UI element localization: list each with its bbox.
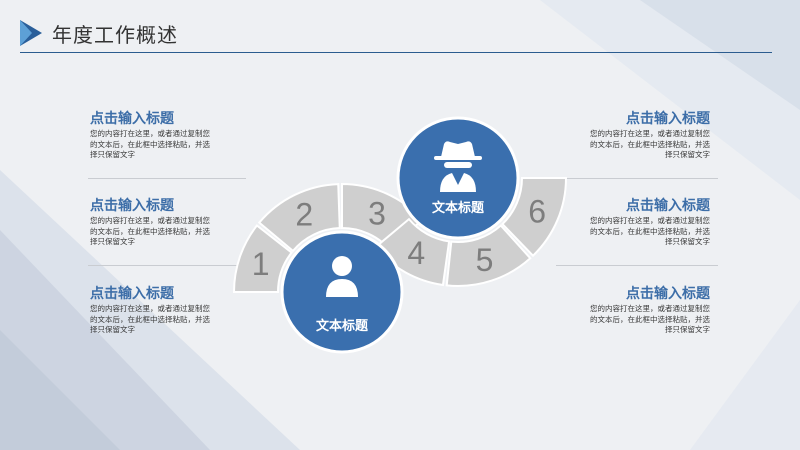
arc-segment-6 bbox=[501, 177, 568, 258]
block-title: 点击输入标题 bbox=[90, 111, 174, 127]
block-body: 您的内容打在这里，或者通过复制您 的文本后，在此框中选择粘贴，并选 择只保留文字 bbox=[540, 304, 710, 336]
body-line: 的文本后，在此框中选择粘贴，并选 bbox=[90, 226, 210, 236]
left-divider-1 bbox=[88, 178, 246, 179]
body-line: 择只保留文字 bbox=[90, 237, 135, 246]
triangle-logo-icon bbox=[20, 20, 42, 46]
segment-number-6: 6 bbox=[528, 194, 546, 230]
segment-number-3: 3 bbox=[368, 195, 386, 231]
body-line: 择只保留文字 bbox=[90, 150, 135, 159]
page-title: 年度工作概述 bbox=[52, 23, 178, 47]
arc-segment-1 bbox=[232, 224, 293, 293]
left-text-block-2[interactable]: 点击输入标题 您的内容打在这里，或者通过复制您 的文本后，在此框中选择粘贴，并选… bbox=[90, 197, 260, 248]
circle-top-label: 文本标题 bbox=[432, 200, 485, 216]
body-line: 择只保留文字 bbox=[90, 325, 135, 334]
body-line: 您的内容打在这里，或者通过复制您 bbox=[90, 129, 210, 138]
circle-top[interactable]: 文本标题 bbox=[396, 116, 520, 240]
segment-number-4: 4 bbox=[407, 235, 425, 271]
segment-number-1: 1 bbox=[252, 246, 270, 282]
block-title: 点击输入标题 bbox=[626, 286, 710, 302]
body-line: 的文本后，在此框中选择粘贴，并选 bbox=[590, 226, 710, 236]
segment-numbers: 12 34 56 bbox=[252, 194, 546, 282]
body-line: 您的内容打在这里，或者通过复制您 bbox=[590, 304, 710, 313]
body-line: 的文本后，在此框中选择粘贴，并选 bbox=[590, 139, 710, 149]
block-body: 您的内容打在这里，或者通过复制您 的文本后，在此框中选择粘贴，并选 择只保留文字 bbox=[540, 129, 710, 161]
circle-bottom[interactable]: 文本标题 bbox=[280, 230, 404, 354]
body-line: 择只保留文字 bbox=[665, 325, 710, 334]
body-line: 您的内容打在这里，或者通过复制您 bbox=[90, 304, 210, 313]
body-line: 择只保留文字 bbox=[665, 237, 710, 246]
header-divider bbox=[20, 52, 772, 53]
right-divider-1 bbox=[560, 178, 718, 179]
body-line: 的文本后，在此框中选择粘贴，并选 bbox=[590, 314, 710, 324]
block-title: 点击输入标题 bbox=[90, 198, 174, 214]
arc-segment-2 bbox=[257, 183, 341, 253]
right-text-block-3[interactable]: 点击输入标题 您的内容打在这里，或者通过复制您 的文本后，在此框中选择粘贴，并选… bbox=[540, 285, 710, 336]
block-title: 点击输入标题 bbox=[90, 286, 174, 302]
body-line: 您的内容打在这里，或者通过复制您 bbox=[590, 216, 710, 225]
block-title: 点击输入标题 bbox=[626, 111, 710, 127]
body-line: 的文本后，在此框中选择粘贴，并选 bbox=[90, 314, 210, 324]
body-line: 的文本后，在此框中选择粘贴，并选 bbox=[90, 139, 210, 149]
spy-person-icon bbox=[434, 141, 482, 192]
right-text-block-2[interactable]: 点击输入标题 您的内容打在这里，或者通过复制您 的文本后，在此框中选择粘贴，并选… bbox=[540, 197, 710, 248]
slide-header: 年度工作概述 bbox=[0, 0, 800, 60]
arc-segment-5 bbox=[445, 224, 532, 287]
block-body: 您的内容打在这里，或者通过复制您 的文本后，在此框中选择粘贴，并选 择只保留文字 bbox=[540, 216, 710, 248]
block-body: 您的内容打在这里，或者通过复制您 的文本后，在此框中选择粘贴，并选 择只保留文字 bbox=[90, 129, 260, 161]
block-body: 您的内容打在这里，或者通过复制您 的文本后，在此框中选择粘贴，并选 择只保留文字 bbox=[90, 216, 260, 248]
body-line: 择只保留文字 bbox=[665, 150, 710, 159]
circle-bottom-label: 文本标题 bbox=[316, 318, 369, 334]
segment-number-2: 2 bbox=[295, 197, 313, 233]
user-icon bbox=[326, 256, 358, 297]
body-line: 您的内容打在这里，或者通过复制您 bbox=[590, 129, 710, 138]
right-divider-2 bbox=[556, 265, 718, 266]
body-line: 您的内容打在这里，或者通过复制您 bbox=[90, 216, 210, 225]
segment-number-5: 5 bbox=[476, 242, 494, 278]
left-text-block-3[interactable]: 点击输入标题 您的内容打在这里，或者通过复制您 的文本后，在此框中选择粘贴，并选… bbox=[90, 285, 260, 336]
left-divider-2 bbox=[88, 265, 238, 266]
block-body: 您的内容打在这里，或者通过复制您 的文本后，在此框中选择粘贴，并选 择只保留文字 bbox=[90, 304, 260, 336]
right-text-block-1[interactable]: 点击输入标题 您的内容打在这里，或者通过复制您 的文本后，在此框中选择粘贴，并选… bbox=[540, 110, 710, 161]
block-title: 点击输入标题 bbox=[626, 198, 710, 214]
left-text-block-1[interactable]: 点击输入标题 您的内容打在这里，或者通过复制您 的文本后，在此框中选择粘贴，并选… bbox=[90, 110, 260, 161]
